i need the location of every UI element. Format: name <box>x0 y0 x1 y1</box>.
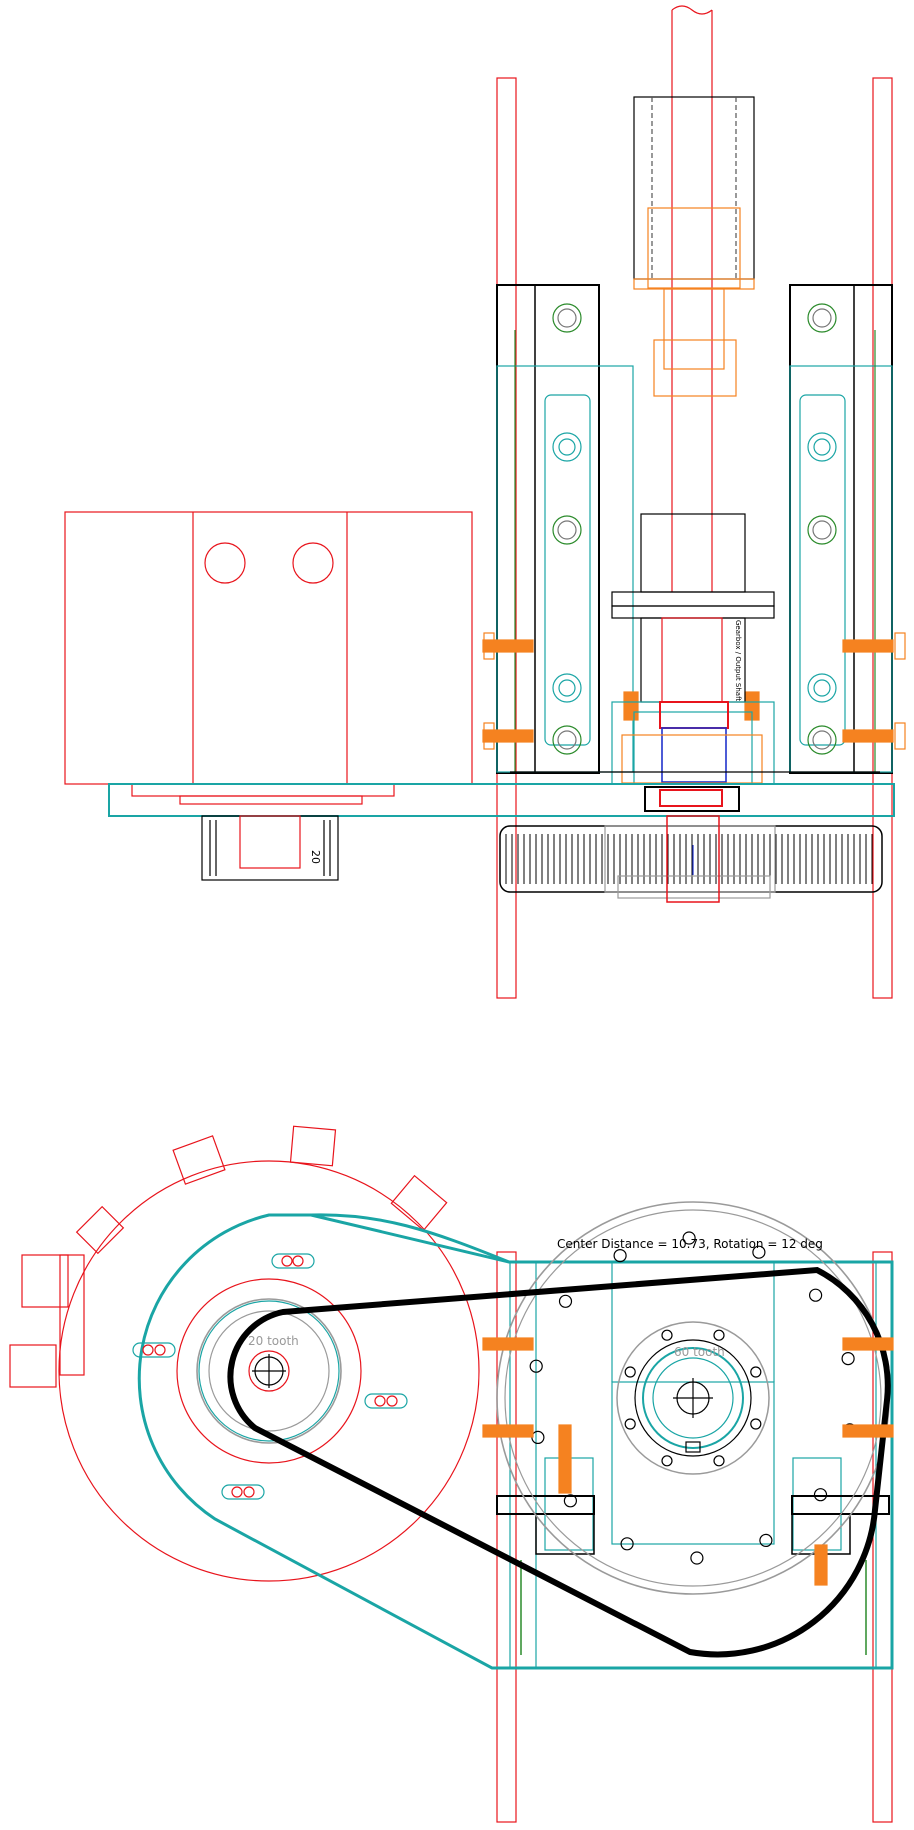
shaft-top <box>671 5 713 592</box>
side-plate <box>137 1213 894 1670</box>
bolts-side <box>482 1337 894 1586</box>
vertical-note: Gearbox / Output Shaft <box>734 620 742 701</box>
bearing-block-right <box>789 284 893 774</box>
bearing-block-left <box>496 284 634 774</box>
bolt-hole <box>624 1418 636 1430</box>
bolt-hole <box>661 1455 673 1467</box>
bolt-hole <box>759 1533 773 1548</box>
large-pulley-label: 60 tooth <box>674 1345 725 1359</box>
bolt-hole <box>841 1351 855 1366</box>
pulley-side-label: 20 <box>309 850 322 864</box>
bolt-hole <box>813 1488 828 1502</box>
bolt-hole <box>661 1329 673 1341</box>
motor-box <box>64 511 473 785</box>
bolt-hole <box>690 1551 704 1565</box>
mount-slots <box>132 1253 408 1500</box>
bolt-hole <box>750 1418 762 1430</box>
bolt-hole <box>750 1366 762 1378</box>
rail-left-side <box>496 1251 517 1823</box>
bolt-hole <box>808 1288 823 1302</box>
bolt-hole <box>682 1231 696 1245</box>
motor-side <box>9 1125 480 1582</box>
bolt-hole <box>558 1294 573 1308</box>
bolt-hole <box>713 1329 725 1341</box>
large-gear-top <box>499 815 883 903</box>
large-pulley-side: 60 tooth <box>496 1201 890 1595</box>
bolts-top <box>482 632 906 750</box>
bolt-hole <box>624 1366 636 1378</box>
bolt-hole <box>613 1248 627 1263</box>
gearbox-top <box>640 513 746 593</box>
small-pulley-side: 20 tooth <box>196 1298 342 1444</box>
bolt-hole <box>563 1494 578 1508</box>
bolt-hole <box>620 1537 634 1551</box>
side-view: 20 tooth <box>9 1125 894 1823</box>
center-distance-annotation: Center Distance = 10.73, Rotation = 12 d… <box>557 1237 823 1251</box>
bolt-hole <box>529 1359 543 1373</box>
small-pulley-top: 20 <box>201 815 339 881</box>
top-view: Gearbox / Output Shaft 20 <box>64 5 906 999</box>
small-pulley-label: 20 tooth <box>248 1334 299 1348</box>
base-plate <box>108 783 895 817</box>
bolt-hole <box>713 1455 725 1467</box>
bolt-hole <box>752 1245 766 1259</box>
bolt-hole <box>531 1430 545 1445</box>
